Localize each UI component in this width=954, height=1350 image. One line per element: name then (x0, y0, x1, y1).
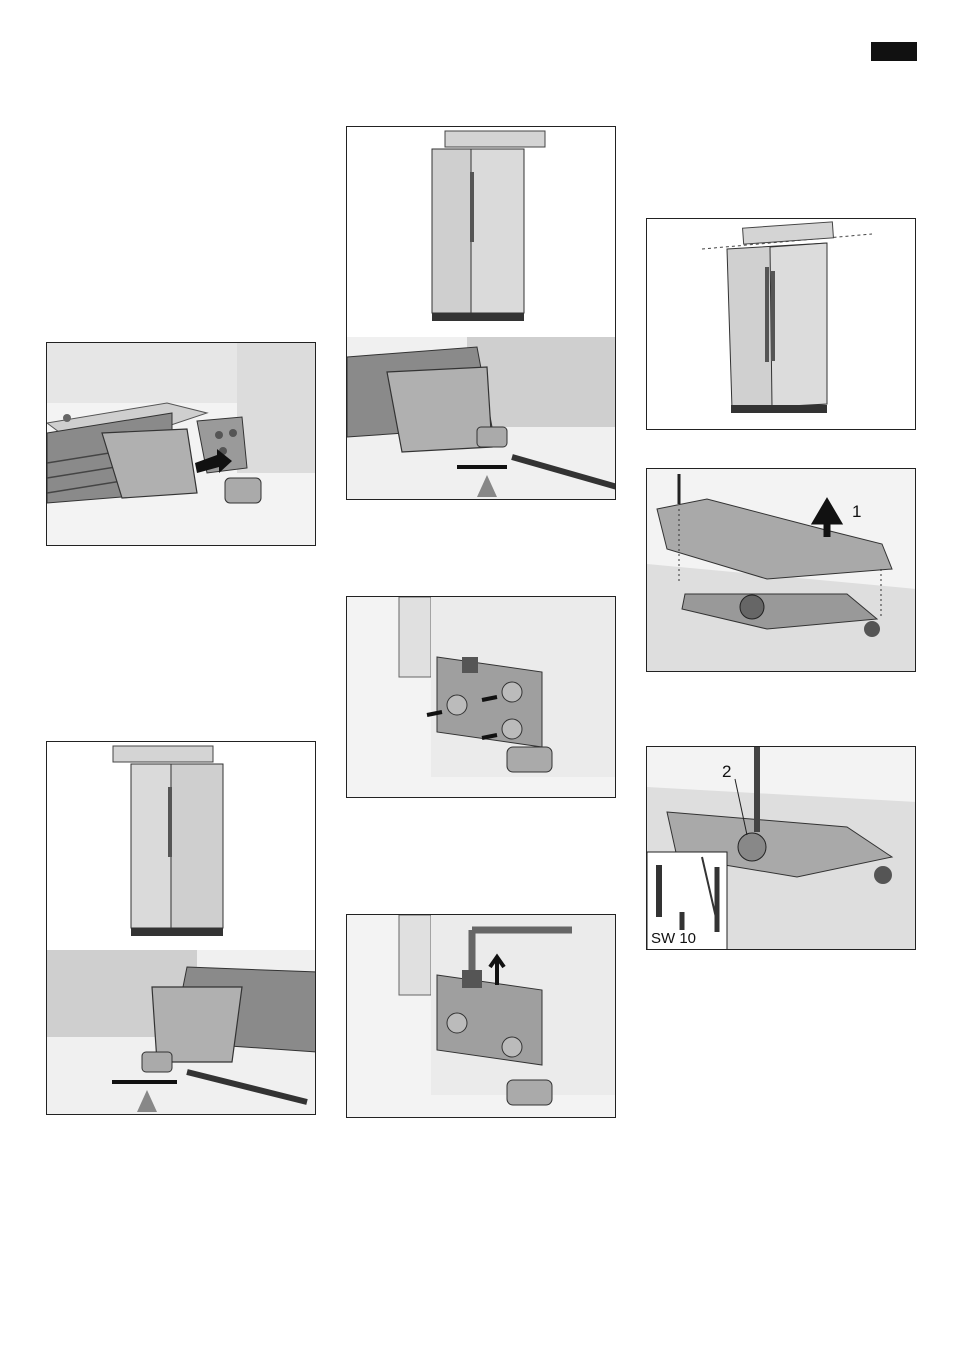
figure-level-adjust-left (46, 741, 316, 1115)
figure-plinth-removal (46, 342, 316, 546)
hinge-bolts-illustration (347, 597, 616, 798)
plinth-removal-illustration (47, 343, 316, 546)
screw-icon (462, 657, 478, 673)
figure-level-adjust-right (346, 126, 616, 500)
screw-icon (462, 970, 482, 988)
allen-key-illustration (347, 915, 616, 1118)
fridge-tilt-illustration (647, 219, 916, 430)
figure-allen-key (346, 914, 616, 1118)
figure-hinge-nut: 2 SW 10 (646, 746, 916, 950)
figure-hinge-bolts (346, 596, 616, 798)
hinge-cover-illustration: 1 (647, 469, 916, 672)
callout-label-2: 2 (722, 762, 731, 781)
section-tab-marker (871, 42, 917, 61)
figure-fridge-tilt (646, 218, 916, 430)
callout-label-1: 1 (852, 502, 861, 521)
tool-size-label: SW 10 (649, 930, 698, 947)
figure-hinge-cover: 1 (646, 468, 916, 672)
level-adjust-right-illustration (347, 127, 616, 500)
level-adjust-left-illustration (47, 742, 316, 1115)
hinge-nut-illustration: 2 (647, 747, 916, 950)
